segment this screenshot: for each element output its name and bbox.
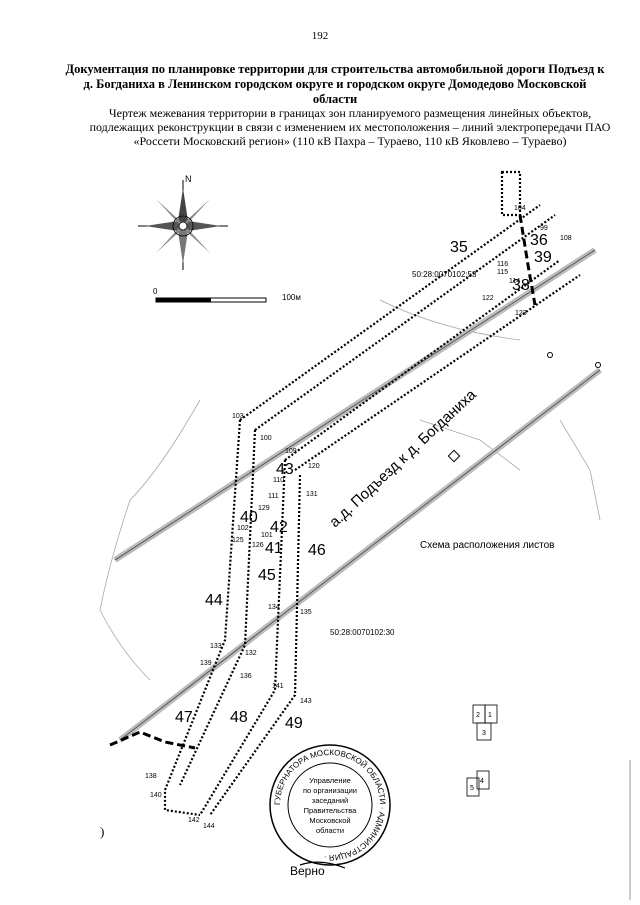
layout-scheme-title: Схема расположения листов bbox=[420, 540, 554, 551]
cadastral-number: 50:28:0070102:53 bbox=[412, 270, 477, 279]
plot-number: 46 bbox=[308, 542, 326, 559]
point-number: 104 bbox=[514, 205, 526, 212]
plot-number: 39 bbox=[534, 249, 552, 266]
plot-number: 36 bbox=[530, 232, 548, 249]
point-number: 138 bbox=[145, 773, 157, 780]
point-number: 142 bbox=[188, 817, 200, 824]
drawing-subtitle: Чертеж межевания территории в границах з… bbox=[89, 106, 611, 148]
terrain-lines bbox=[99, 299, 601, 681]
point-number: 132 bbox=[245, 650, 257, 657]
plot-number: 47 bbox=[175, 709, 193, 726]
cadastral-number: 50:28:0070102:30 bbox=[330, 628, 395, 637]
plot-numbers: 35 36 39 38 43 40 42 41 46 45 44 47 48 4… bbox=[175, 232, 552, 732]
plot-number: 35 bbox=[450, 239, 468, 256]
document-title: Документация по планировке территории дл… bbox=[65, 62, 605, 106]
point-number: 115 bbox=[497, 269, 508, 276]
point-number: 144 bbox=[203, 823, 215, 830]
point-number: 140 bbox=[150, 792, 162, 799]
plot-number: 45 bbox=[258, 567, 276, 584]
point-number: 108 bbox=[560, 235, 572, 242]
point-number: 135 bbox=[300, 609, 312, 616]
stamp-inner-text: Управление по организации заседаний Прав… bbox=[303, 776, 357, 835]
plot-number: 48 bbox=[230, 709, 248, 726]
point-number: 129 bbox=[258, 505, 270, 512]
sheet-number: 5 bbox=[470, 785, 474, 792]
stamp-line: Правительства bbox=[304, 806, 358, 815]
official-stamp: ГУБЕРНАТОРА МОСКОВСКОЙ ОБЛАСТИ · АДМИНИС… bbox=[269, 744, 391, 866]
stamp-line: по организации bbox=[303, 786, 357, 795]
point-number: 134 bbox=[268, 604, 280, 611]
north-label: N bbox=[185, 174, 192, 184]
stamp-line: Управление bbox=[309, 776, 351, 785]
point-number: 110 bbox=[273, 477, 284, 484]
point-number: 123 bbox=[515, 310, 527, 317]
scale-end-label: 100м bbox=[282, 293, 301, 302]
scale-start-label: 0 bbox=[153, 287, 158, 296]
signature-mark bbox=[299, 861, 346, 869]
road-corridor bbox=[113, 247, 602, 743]
point-number: 111 bbox=[268, 493, 279, 500]
sheet-numbers: 2 1 3 5 4 bbox=[470, 712, 492, 792]
point-number: 139 bbox=[200, 660, 212, 667]
point-number: 125 bbox=[232, 537, 244, 544]
point-number: 131 bbox=[306, 491, 318, 498]
plot-number: 44 bbox=[205, 592, 223, 609]
point-numbers: 104 99 108 116 115 114 122 123 103 100 1… bbox=[145, 205, 572, 830]
point-number: 120 bbox=[308, 463, 320, 470]
point-number: 114 bbox=[509, 278, 520, 285]
verno-label: Верно bbox=[290, 864, 325, 878]
plot-number: 42 bbox=[270, 519, 288, 536]
sheet-number: 3 bbox=[482, 730, 486, 737]
plot-number: 49 bbox=[285, 715, 303, 732]
point-number: 116 bbox=[497, 261, 508, 268]
plot-number: 43 bbox=[276, 461, 294, 478]
point-number: 122 bbox=[482, 295, 494, 302]
point-number: 103 bbox=[232, 413, 244, 420]
power-line-route bbox=[109, 214, 537, 750]
point-number: 143 bbox=[300, 698, 312, 705]
sheet-number: 2 bbox=[476, 712, 480, 719]
sheet-layout-diagram bbox=[466, 704, 498, 797]
margin-mark: ) bbox=[100, 824, 104, 839]
point-number: 102 bbox=[237, 525, 249, 532]
point-number: 141 bbox=[272, 683, 284, 690]
point-number: 101 bbox=[261, 532, 273, 539]
stamp-line: области bbox=[316, 826, 344, 835]
plot-boundaries bbox=[163, 170, 581, 817]
point-number: 133 bbox=[210, 643, 222, 650]
plot-number: 38 bbox=[512, 277, 530, 294]
plot-number: 41 bbox=[265, 540, 283, 557]
compass-rose-icon bbox=[138, 180, 228, 270]
plot-number: 40 bbox=[240, 509, 258, 526]
stamp-line: заседаний bbox=[312, 796, 348, 805]
point-number: 126 bbox=[252, 542, 264, 549]
scale-bar bbox=[155, 297, 267, 303]
point-number: 136 bbox=[240, 673, 252, 680]
point-number: 100 bbox=[260, 435, 272, 442]
page-number: 192 bbox=[311, 30, 329, 42]
point-number: 109 bbox=[285, 448, 297, 455]
sheet-number: 1 bbox=[488, 712, 492, 719]
sheet-number: 4 bbox=[480, 778, 484, 785]
point-number: 99 bbox=[540, 225, 548, 232]
stamp-line: Московской bbox=[309, 816, 350, 825]
